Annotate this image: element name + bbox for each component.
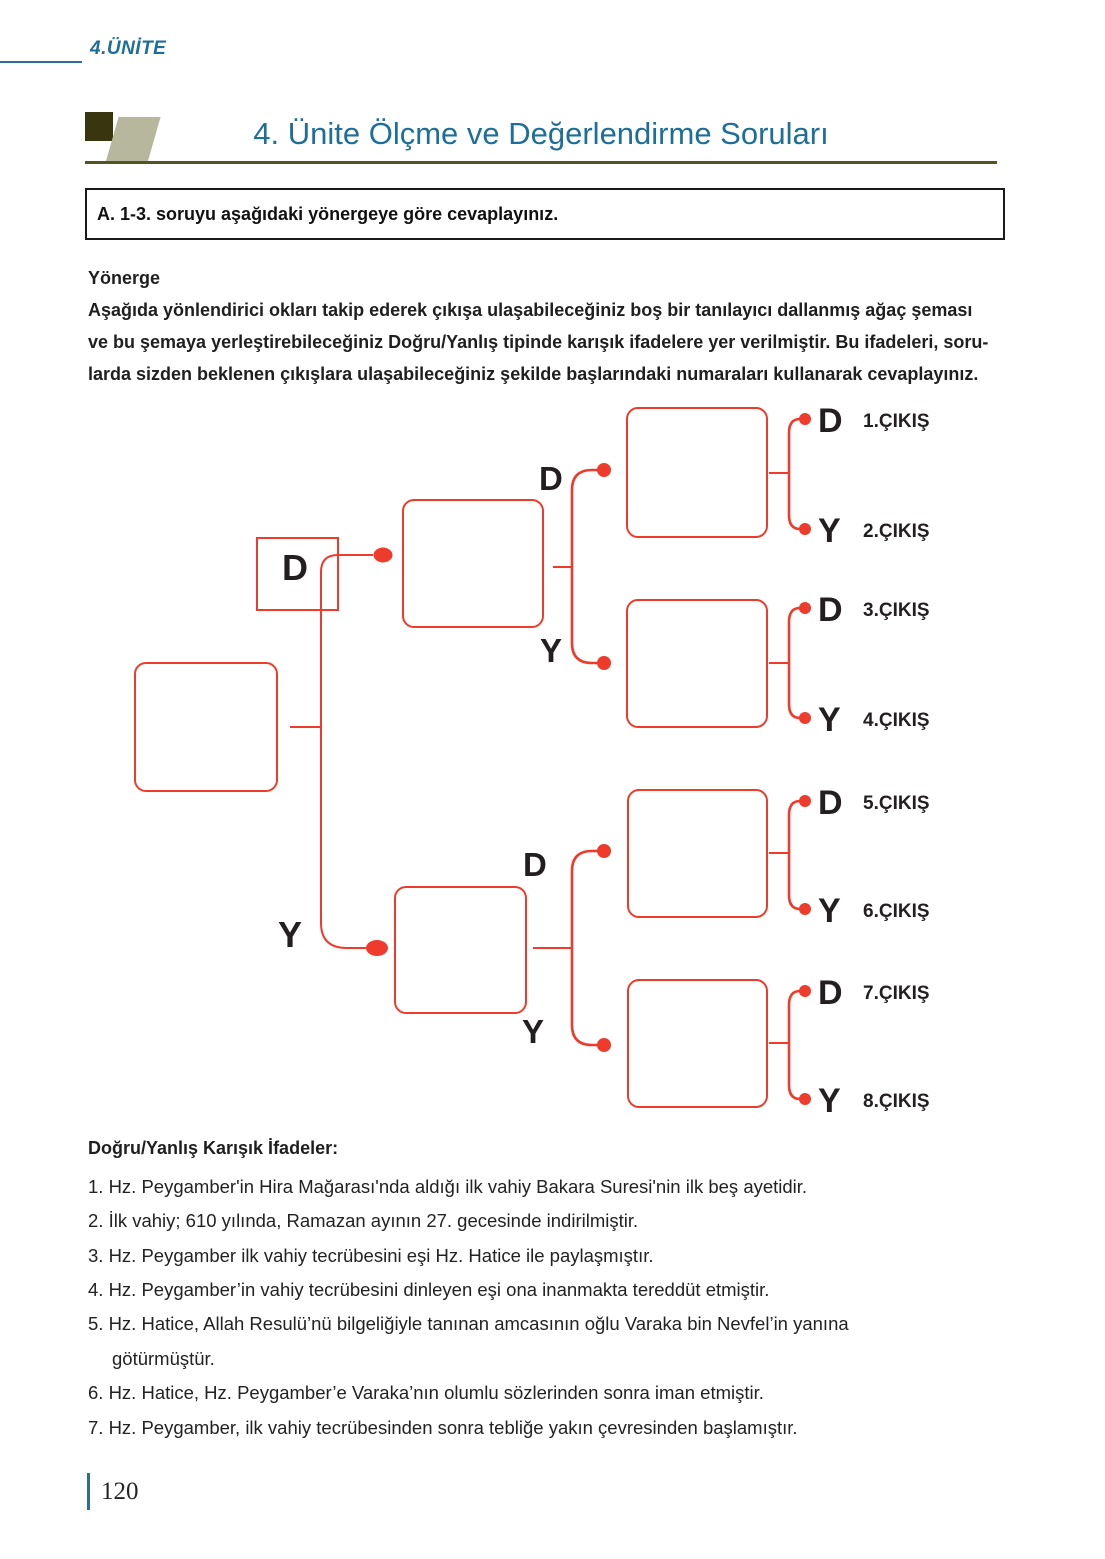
directive-line: ve bu şemaya yerleştirebileceğiniz Doğru… xyxy=(88,332,989,352)
tree-box-level3-3 xyxy=(627,789,768,918)
arrow-dot xyxy=(799,1093,811,1105)
exit-label: 1.ÇIKIŞ xyxy=(863,411,930,432)
branch-letter-y: Y xyxy=(522,1013,544,1050)
arrow-dot xyxy=(799,985,811,997)
arrow-dot xyxy=(799,903,811,915)
exit-branch-letter: D xyxy=(818,974,843,1012)
instruction-box: A. 1-3. soruyu aşağıdaki yönergeye göre … xyxy=(85,188,1005,240)
arrow-dot xyxy=(597,656,611,670)
exit-bracket-4 xyxy=(787,989,801,1101)
branch-letter-d: D xyxy=(523,846,547,883)
statement-item-continuation: götürmüştür. xyxy=(112,1348,215,1369)
arrow-dot xyxy=(799,712,811,724)
arrow-dot xyxy=(597,844,611,858)
tree-box-level2-d xyxy=(402,499,544,628)
level2-y-bracket xyxy=(570,849,598,1047)
tree-box-level2-y xyxy=(394,886,527,1014)
statement-item: 4. Hz. Peygamber’in vahiy tecrübesini di… xyxy=(88,1279,770,1300)
statement-item: 5. Hz. Hatice, Allah Resulü’nü bilgeliği… xyxy=(88,1313,849,1334)
unit-tab-underline xyxy=(0,61,82,63)
arrow-dot xyxy=(799,602,811,614)
exit-label: 8.ÇIKIŞ xyxy=(863,1091,930,1112)
exit-label: 4.ÇIKIŞ xyxy=(863,710,930,731)
exit-branch-letter: D xyxy=(818,402,843,440)
exit-label: 2.ÇIKIŞ xyxy=(863,521,930,542)
arrow-dot xyxy=(597,1038,611,1052)
arrow-dot xyxy=(799,795,811,807)
arrow-dot xyxy=(373,547,393,563)
statement-item: 3. Hz. Peygamber ilk vahiy tecrübesini e… xyxy=(88,1245,654,1266)
statements-heading: Doğru/Yanlış Karışık İfadeler: xyxy=(88,1138,339,1158)
exit-label: 7.ÇIKIŞ xyxy=(863,983,930,1004)
exit-label: 6.ÇIKIŞ xyxy=(863,901,930,922)
page-number-bar xyxy=(87,1473,90,1510)
tree-box-level3-2 xyxy=(626,599,768,728)
arrow-dot xyxy=(366,940,388,956)
level2-d-bracket xyxy=(570,468,598,665)
exit-branch-letter: Y xyxy=(818,701,841,739)
tree-box-level3-4 xyxy=(627,979,768,1108)
exit-branch-letter: D xyxy=(818,591,843,629)
exit-label: 3.ÇIKIŞ xyxy=(863,600,930,621)
branch-letter-d: D xyxy=(282,547,308,588)
exit-branch-letter: D xyxy=(818,784,843,822)
branch-letter-y: Y xyxy=(540,632,562,669)
exit-bracket-1 xyxy=(787,417,801,531)
directive-line: larda sizden beklenen çıkışlara ulaşabil… xyxy=(88,364,979,384)
branch-letter-y: Y xyxy=(278,914,302,955)
title-square-decoration xyxy=(85,112,113,141)
exit-branch-letter: Y xyxy=(818,892,841,930)
branch-letter-d: D xyxy=(539,460,563,497)
arrow-dot xyxy=(799,413,811,425)
directive-line: Aşağıda yönlendirici okları takip ederek… xyxy=(88,300,973,320)
arrow-dot xyxy=(799,523,811,535)
exit-bracket-2 xyxy=(787,606,801,720)
trunk-line xyxy=(320,554,373,949)
exit-label: 5.ÇIKIŞ xyxy=(863,793,930,814)
unit-label: 4.ÜNİTE xyxy=(90,38,167,59)
statement-item: 1. Hz. Peygamber'in Hira Mağarası'nda al… xyxy=(88,1176,808,1197)
exit-bracket-3 xyxy=(787,799,801,911)
exit-branch-letter: Y xyxy=(818,1082,841,1120)
tree-box-level3-1 xyxy=(626,407,768,538)
statement-item: 2. İlk vahiy; 610 yılında, Ramazan ayını… xyxy=(88,1210,639,1231)
tree-box-branch-d-label xyxy=(256,537,339,611)
page-title: 4. Ünite Ölçme ve Değerlendirme Soruları xyxy=(253,116,829,151)
instruction-text: A. 1-3. soruyu aşağıdaki yönergeye göre … xyxy=(97,203,559,224)
statement-item: 6. Hz. Hatice, Hz. Peygamber’e Varaka’nı… xyxy=(88,1382,764,1403)
directive-heading: Yönerge xyxy=(88,268,161,288)
page-number: 120 xyxy=(101,1478,139,1505)
arrow-dot xyxy=(597,463,611,477)
title-underline-rule xyxy=(85,161,997,164)
statement-item: 7. Hz. Peygamber, ilk vahiy tecrübesinde… xyxy=(88,1417,798,1438)
exit-branch-letter: Y xyxy=(818,512,841,550)
tree-box-root xyxy=(134,662,278,792)
